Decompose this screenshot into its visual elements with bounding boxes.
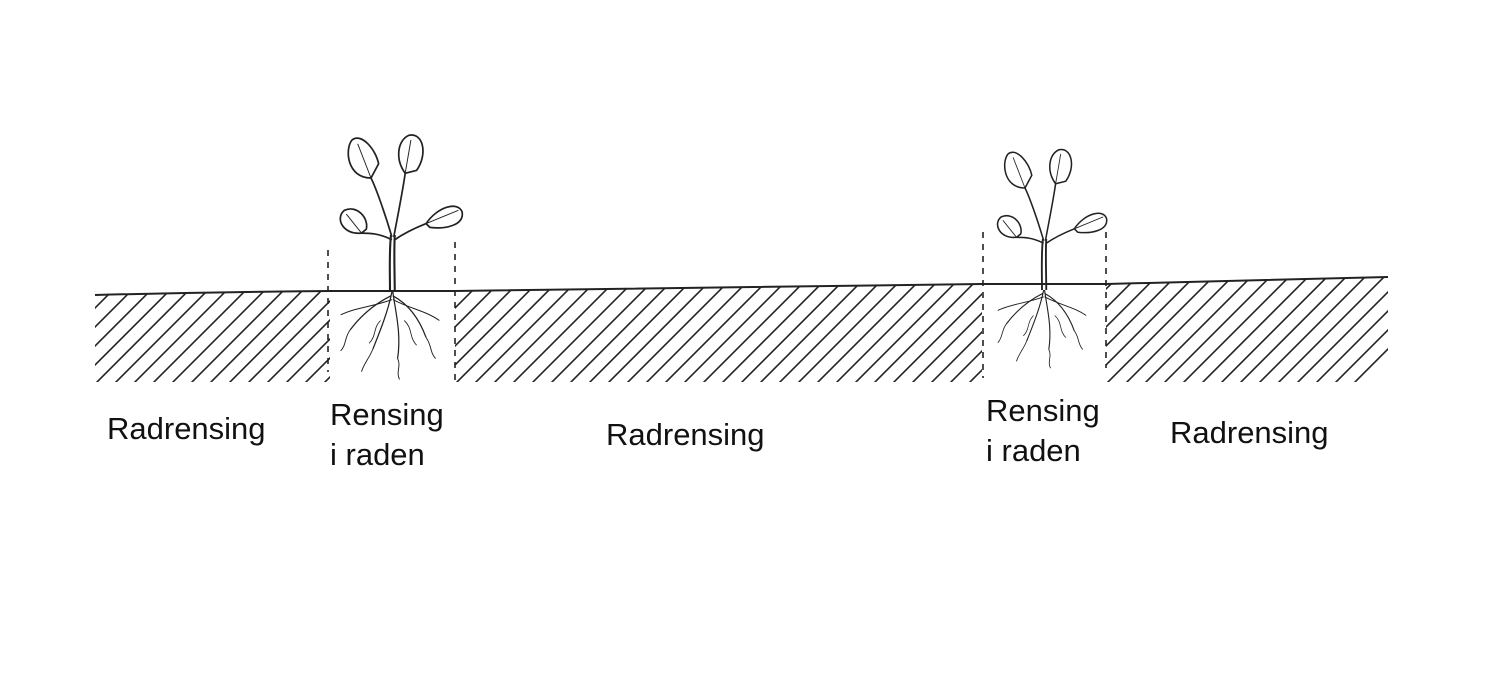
soil-hatch-line — [1106, 277, 1164, 382]
soil-hatch-line — [1142, 277, 1259, 382]
soil-hatch-line — [814, 284, 931, 382]
soil-hatch-line — [188, 291, 305, 382]
soil-hatch-line — [321, 291, 330, 382]
soil-hatch-line — [302, 291, 330, 382]
soil-hatch-line — [1218, 277, 1335, 382]
soil-hatch-line — [1106, 277, 1183, 382]
soil-hatch-line — [1237, 277, 1354, 382]
soil-hatch-line — [1370, 277, 1388, 382]
soil-hatch-line — [264, 291, 330, 382]
soil-hatch-line — [226, 291, 330, 382]
soil-hatch-line — [112, 291, 229, 382]
label-inter-row-left: Radrensing — [107, 411, 266, 446]
soil-hatch-line — [928, 284, 982, 382]
soil-hatch-line — [455, 284, 551, 382]
soil-hatch-line — [95, 291, 115, 382]
soil-hatch-line — [1106, 277, 1107, 382]
hatched-soil-right — [1106, 277, 1388, 382]
soil-hatch-line — [455, 284, 570, 382]
soil-hatch-line — [1313, 277, 1388, 382]
soil-hatch-line — [1106, 277, 1202, 382]
soil-hatch-line — [510, 284, 627, 382]
soil-hatch-line — [738, 284, 855, 382]
soil-hatch-line — [966, 284, 982, 382]
soil-hatch-line — [605, 284, 722, 382]
soil-hatch-line — [624, 284, 741, 382]
soil-hatch-line — [852, 284, 969, 382]
soil-hatch-line — [150, 291, 267, 382]
soil-hatch-line — [567, 284, 684, 382]
soil-hatch-line — [1123, 277, 1240, 382]
soil-hatch-line — [95, 291, 172, 382]
plant-seedling-icon — [339, 133, 464, 381]
soil-hatch-line — [1106, 277, 1126, 382]
soil-hatch-line — [245, 291, 330, 382]
soil-hatch-line — [795, 284, 912, 382]
soil-hatch-line — [472, 284, 589, 382]
soil-hatch-line — [643, 284, 760, 382]
soil-hatch-line — [947, 284, 982, 382]
label-in-row-left-line2: i raden — [330, 437, 425, 472]
soil-hatch-line — [890, 284, 982, 382]
soil-hatch-line — [700, 284, 817, 382]
label-in-row-left-line1: Rensing — [330, 397, 444, 432]
soil-hatch-line — [1161, 277, 1278, 382]
label-in-row-right-line2: i raden — [986, 433, 1081, 468]
soil-hatch-line — [662, 284, 779, 382]
soil-hatch-line — [95, 291, 153, 382]
label-inter-row-middle: Radrensing — [606, 417, 765, 452]
label-in-row-right-line1: Rensing — [986, 393, 1100, 428]
soil-hatch-line — [169, 291, 286, 382]
soil-hatch-line — [1294, 277, 1388, 382]
label-inter-row-right: Radrensing — [1170, 415, 1329, 450]
soil-hatch-line — [1199, 277, 1316, 382]
soil-hatch-line — [95, 291, 96, 382]
plant-seedling-icon — [996, 148, 1108, 370]
soil-hatch-line — [1332, 277, 1388, 382]
soil-hatch-line — [548, 284, 665, 382]
soil-hatch-line — [283, 291, 330, 382]
soil-hatch-line — [909, 284, 982, 382]
soil-hatch-line — [1106, 277, 1221, 382]
soil-hatch-line — [1106, 277, 1145, 382]
soil-hatch-line — [131, 291, 248, 382]
soil-hatch-line — [1180, 277, 1297, 382]
soil-hatch-line — [491, 284, 608, 382]
soil-hatch-line — [95, 291, 210, 382]
soil-hatch-line — [719, 284, 836, 382]
soil-hatch-line — [1275, 277, 1388, 382]
soil-hatch-line — [95, 291, 134, 382]
soil-hatch-line — [207, 291, 324, 382]
soil-hatch-line — [871, 284, 982, 382]
soil-hatch-line — [1256, 277, 1373, 382]
soil-hatch-line — [681, 284, 798, 382]
soil-hatch-line — [586, 284, 703, 382]
soil-hatch-line — [1351, 277, 1388, 382]
hatched-soil-left — [95, 291, 330, 382]
soil-hatch-line — [776, 284, 893, 382]
soil-hatch-line — [95, 291, 191, 382]
soil-hatch-line — [455, 284, 532, 382]
soil-surface-line — [94, 276, 1389, 296]
soil-hatch-line — [529, 284, 646, 382]
soil-hatch-line — [757, 284, 874, 382]
soil-hatch-line — [833, 284, 950, 382]
